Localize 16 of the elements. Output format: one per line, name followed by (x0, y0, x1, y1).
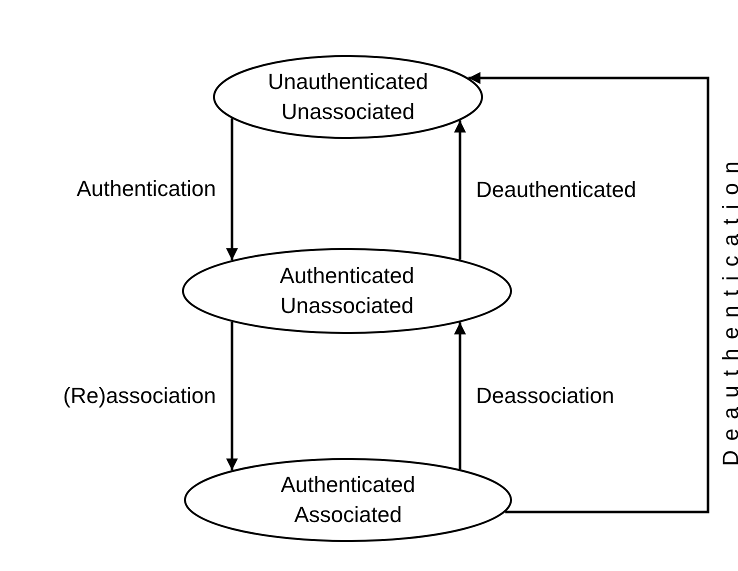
arrow (454, 120, 466, 260)
edge-label: (Re)association (63, 383, 216, 410)
edge-label: Deauthenticated (476, 177, 636, 204)
arrow (226, 118, 238, 260)
state-ellipse (184, 458, 512, 542)
state-ellipse (182, 248, 512, 334)
arrow (226, 322, 238, 470)
arrow (468, 72, 710, 514)
arrow (454, 322, 466, 470)
state-label: Authenticated Associated (280, 471, 416, 529)
edge-label: Deassociation (476, 382, 614, 409)
state-label: Unauthenticated Unassociated (266, 68, 430, 126)
state-ellipse (213, 55, 483, 139)
edge-label: Deauthentication (718, 152, 738, 466)
edge-label: Authentication (76, 176, 216, 202)
state-label: Authenticated Unassociated (278, 262, 416, 320)
